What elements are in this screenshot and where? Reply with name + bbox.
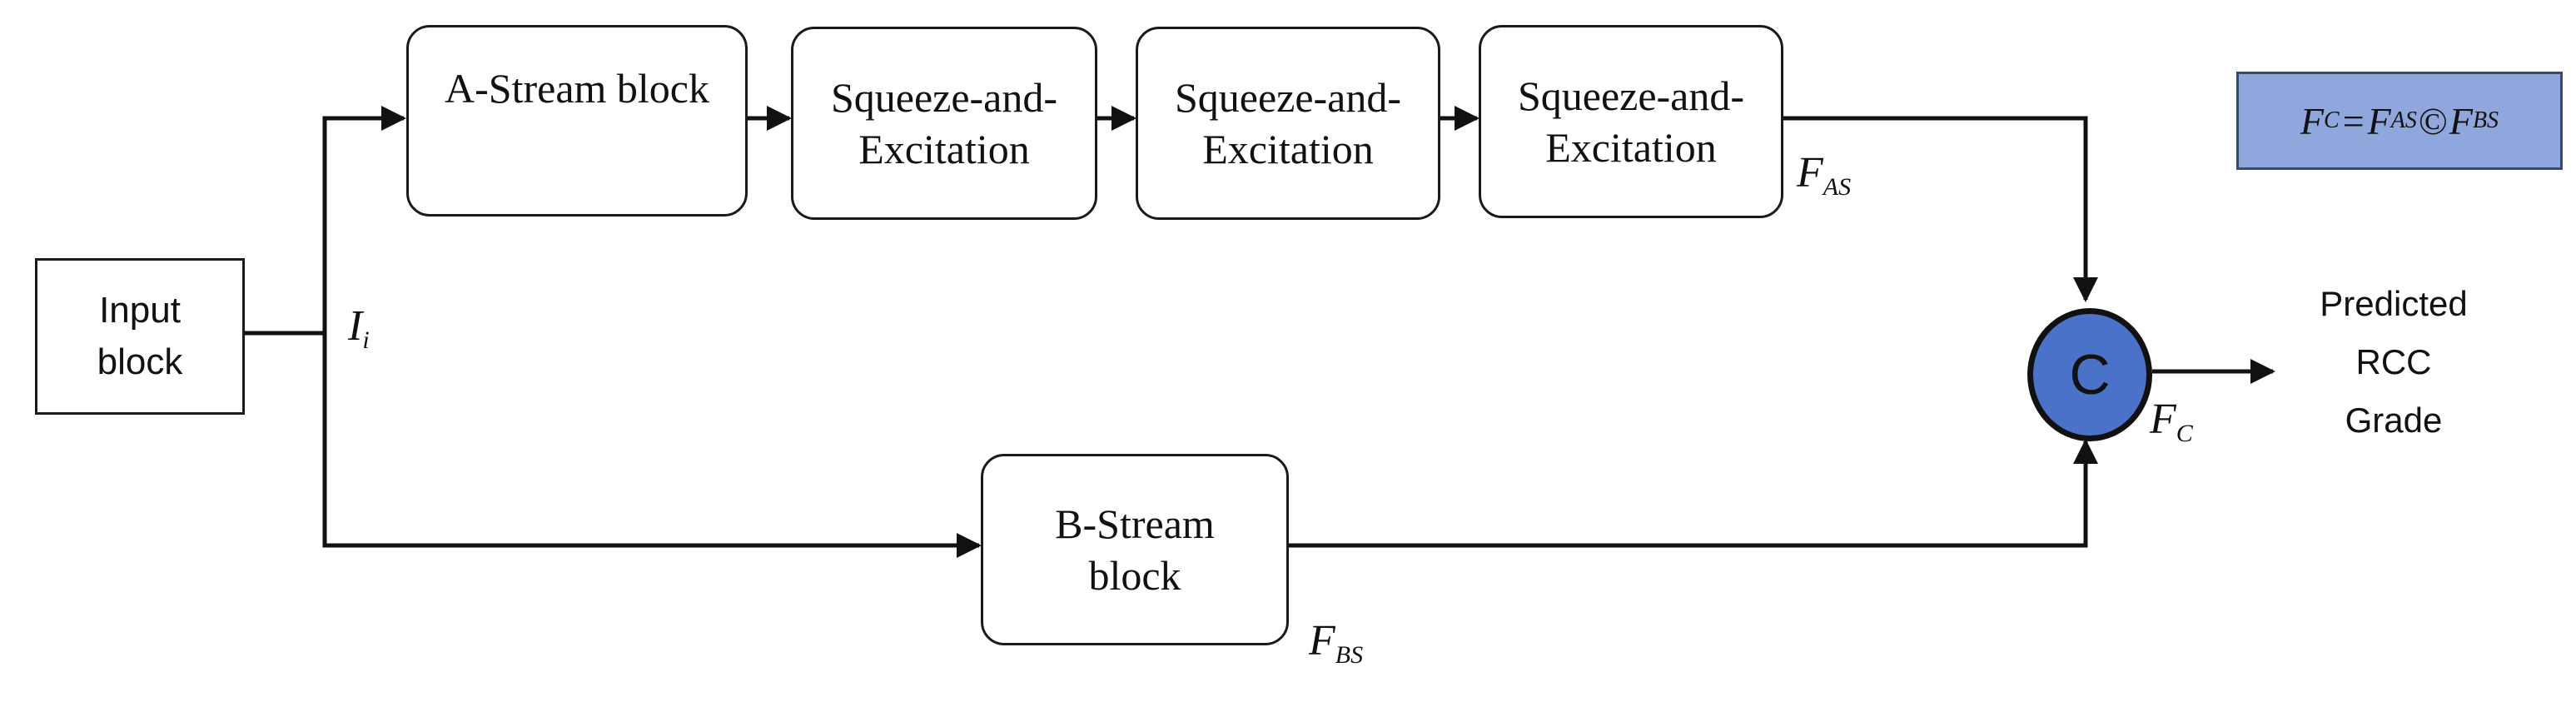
formula-b: F <box>2449 99 2473 142</box>
label-fc-symbol: F <box>2150 396 2176 443</box>
input-block: Input block <box>35 258 245 415</box>
formula-b-sub: BS <box>2472 107 2499 133</box>
label-input-feature: Ii <box>348 301 370 355</box>
arrow-se3-to-concat <box>1783 116 2098 302</box>
formula-op: © <box>2418 99 2448 142</box>
formula-a-sub: AS <box>2390 107 2417 133</box>
concatenation-node: C <box>2027 308 2152 441</box>
label-fbs-symbol: F <box>1309 617 1335 665</box>
formula-lhs-sub: C <box>2324 107 2340 133</box>
formula-lhs: F <box>2300 99 2325 142</box>
formula-eq: = <box>2342 99 2365 142</box>
b-stream-block: B-Stream block <box>981 454 1289 645</box>
concat-symbol: C <box>2069 343 2111 406</box>
label-fas-subscript: AS <box>1823 173 1852 201</box>
arrow-to-a-stream <box>322 106 406 333</box>
label-fc: FC <box>2150 395 2193 448</box>
formula-a: F <box>2367 99 2391 142</box>
label-fbs-subscript: BS <box>1335 641 1364 669</box>
label-fas: FAS <box>1797 148 1851 202</box>
se-block-3: Squeeze-and- Excitation <box>1479 25 1783 218</box>
label-fbs: FBS <box>1309 616 1363 670</box>
se-block-2: Squeeze-and- Excitation <box>1136 27 1440 220</box>
arrow-to-b-stream <box>322 333 982 558</box>
arrow-b-stream-to-concat <box>1289 439 2098 548</box>
label-fc-subscript: C <box>2176 420 2193 447</box>
label-input-symbol: I <box>348 302 363 350</box>
output-label: Predicted RCC Grade <box>2320 284 2468 440</box>
label-fas-symbol: F <box>1797 149 1823 197</box>
se-block-1: Squeeze-and- Excitation <box>791 27 1097 220</box>
a-stream-block: A-Stream block <box>406 25 748 217</box>
label-input-subscript: i <box>362 326 370 354</box>
